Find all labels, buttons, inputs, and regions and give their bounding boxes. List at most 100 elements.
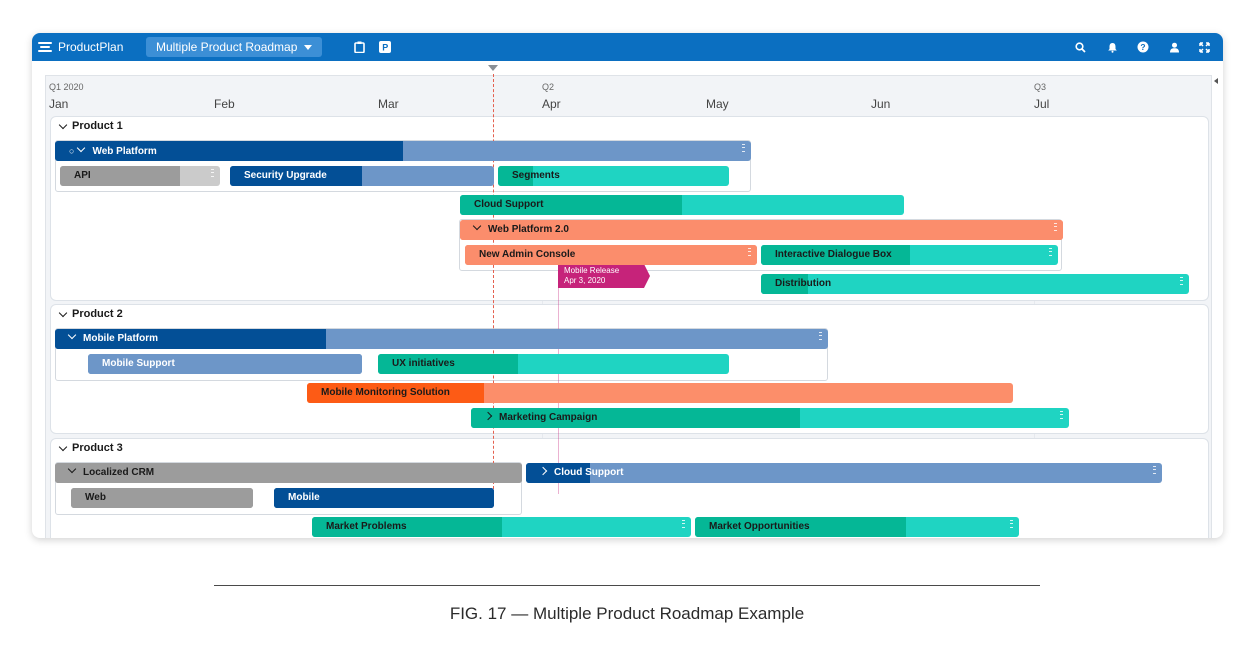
bar-progress [230,166,362,186]
bar-security-upgrade[interactable]: Security Upgrade [230,166,494,186]
bar-progress [55,141,403,161]
bar-web[interactable]: Web [71,488,253,508]
bar-localized-crm[interactable]: Localized CRM [55,463,522,483]
bar-label: Mobile [288,492,320,503]
bar-api[interactable]: API [60,166,220,186]
bar-new-admin-console[interactable]: New Admin Console [465,245,757,265]
bar-label: Marketing Campaign [483,408,597,428]
chevron-down-icon [58,308,68,317]
bar-progress [465,245,757,265]
fullscreen-icon[interactable] [1197,40,1211,54]
drag-handle-icon[interactable] [742,144,745,152]
chevron-down-icon [58,442,68,451]
bar-progress [307,383,484,403]
productplan-logo-icon [38,41,52,53]
roadmap-name: Multiple Product Roadmap [156,40,298,54]
bar-label: Web Platform 2.0 [472,220,569,240]
bar-progress [312,517,502,537]
bar-label: Market Opportunities [709,521,810,532]
section-title: Product 3 [72,442,123,454]
roadmap-app-window: ProductPlan Multiple Product Roadmap P ?… [32,33,1223,538]
caption-divider [214,585,1040,586]
bar-cloud-support[interactable]: Cloud Support [460,195,904,215]
bar-progress [695,517,906,537]
bar-interactive-dialogue-box[interactable]: Interactive Dialogue Box [761,245,1058,265]
quarter-label: Q3 [1034,82,1047,92]
bar-label: ○Web Platform [69,141,157,161]
bell-icon[interactable] [1105,40,1119,54]
bar-marketing-campaign[interactable]: Marketing Campaign [471,408,1069,428]
brand[interactable]: ProductPlan [38,37,123,57]
svg-text:P: P [382,43,388,53]
user-icon[interactable] [1167,40,1181,54]
bar-mobile-support[interactable]: Mobile Support [88,354,362,374]
bar-ux-initiatives[interactable]: UX initiatives [378,354,729,374]
bar-label: New Admin Console [479,249,576,260]
drag-handle-icon[interactable] [819,332,822,340]
bar-mobile-monitoring-solution[interactable]: Mobile Monitoring Solution [307,383,1013,403]
section-title: Product 1 [72,120,123,132]
search-icon[interactable] [1073,40,1087,54]
bar-progress [460,195,682,215]
bar-progress [71,488,253,508]
bar-progress [55,329,326,349]
drag-handle-icon[interactable] [1010,520,1013,528]
bar-progress [761,274,809,294]
bar-label: Mobile Monitoring Solution [321,387,450,398]
bar-mobile-platform[interactable]: Mobile Platform [55,329,828,349]
bar-progress [526,463,590,483]
chevron-down-icon [58,120,68,129]
bar-label: Security Upgrade [244,170,327,181]
milestone-title: Mobile Release [564,266,620,275]
bar-mobile[interactable]: Mobile [274,488,494,508]
milestone-mobile-release[interactable]: Mobile Release Apr 3, 2020 [558,264,650,288]
section-title: Product 2 [72,308,123,320]
drag-handle-icon[interactable] [748,248,751,256]
month-label: Mar [378,97,399,111]
bar-web-platform-2[interactable]: Web Platform 2.0 [460,220,1063,240]
bar-distribution[interactable]: Distribution [761,274,1189,294]
collapse-panel-icon[interactable] [1214,78,1218,84]
section-toggle-product-3[interactable]: Product 3 [58,442,123,454]
drag-handle-icon[interactable] [1153,466,1156,474]
drag-handle-icon[interactable] [1054,223,1057,231]
month-label: Feb [214,97,235,111]
bar-progress [761,245,910,265]
bar-cloud-support-product-3[interactable]: Cloud Support [526,463,1162,483]
drag-handle-icon[interactable] [1049,248,1052,256]
section-toggle-product-1[interactable]: Product 1 [58,120,123,132]
bar-progress [88,354,362,374]
drag-handle-icon[interactable] [682,520,685,528]
bar-market-opportunities[interactable]: Market Opportunities [695,517,1019,537]
bar-segments[interactable]: Segments [498,166,729,186]
bar-label: Interactive Dialogue Box [775,249,892,260]
milestone-date: Apr 3, 2020 [564,276,606,285]
bar-progress [460,220,1063,240]
parking-icon[interactable]: P [378,40,392,54]
month-label: May [706,97,729,111]
section-toggle-product-2[interactable]: Product 2 [58,308,123,320]
today-marker-icon [488,65,498,71]
drag-handle-icon[interactable] [1180,277,1183,285]
bar-web-platform[interactable]: ○Web Platform [55,141,751,161]
caret-down-icon [304,45,312,50]
roadmap-selector[interactable]: Multiple Product Roadmap [146,37,322,57]
bar-label: Cloud Support [474,199,544,210]
bar-label: Distribution [775,278,832,289]
figure-caption: FIG. 17 — Multiple Product Roadmap Examp… [449,604,805,623]
bar-label: Web [85,492,106,503]
help-icon[interactable]: ? [1136,40,1150,54]
drag-handle-icon[interactable] [211,169,214,177]
bar-market-problems[interactable]: Market Problems [312,517,691,537]
quarter-label: Q1 2020 [49,82,84,92]
month-label: Jun [871,97,891,111]
bar-label: Localized CRM [67,463,154,483]
bar-label: Mobile Platform [67,329,158,349]
clipboard-icon[interactable] [352,40,366,54]
top-toolbar: ProductPlan Multiple Product Roadmap P ? [32,33,1223,61]
bar-label: Cloud Support [538,463,623,483]
quarter-label: Q2 [542,82,555,92]
bar-progress [274,488,494,508]
drag-handle-icon[interactable] [1060,411,1063,419]
month-label: Apr [542,97,561,111]
